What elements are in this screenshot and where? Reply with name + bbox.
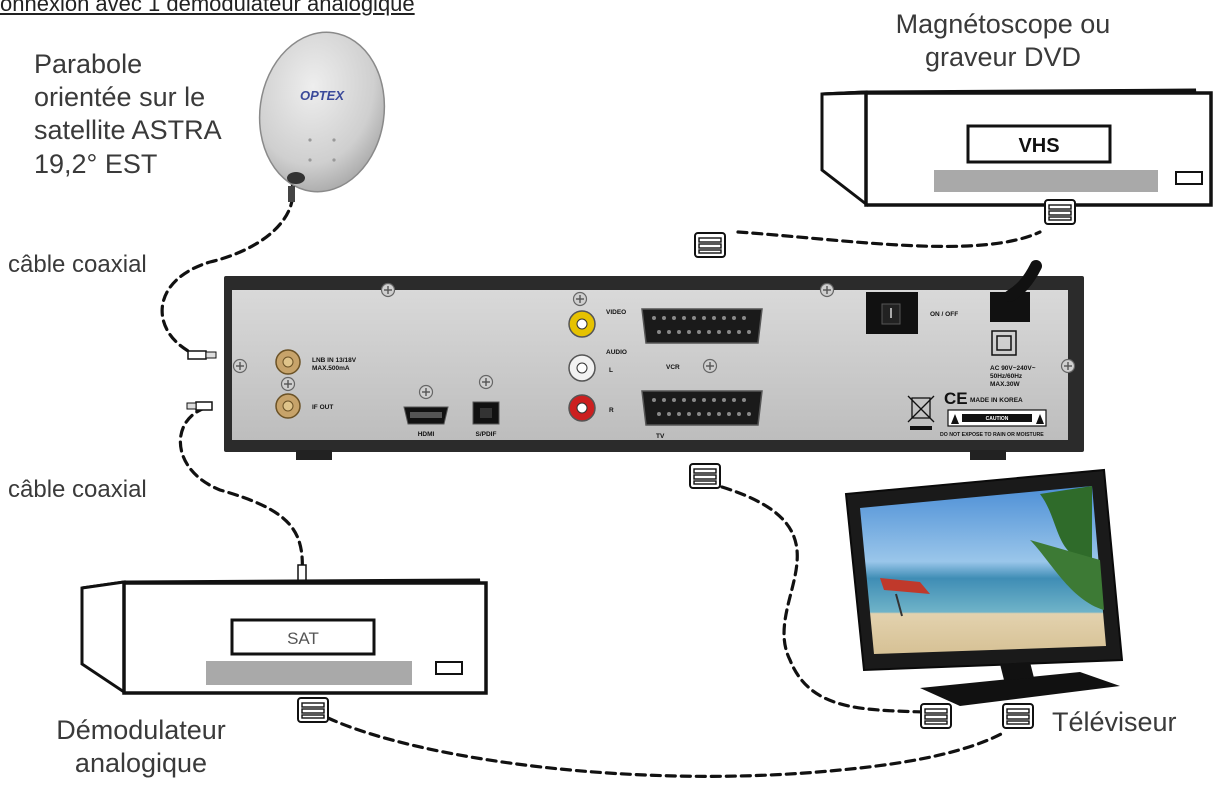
power-switch [866, 292, 918, 334]
dish-label-line: 19,2° EST [34, 148, 158, 179]
hdmi-label: HDMI [418, 431, 435, 438]
recorder-label-line: graveur DVD [924, 41, 1082, 72]
caution-sticker: CAUTION [947, 409, 1047, 427]
vcr-label: VCR [666, 364, 680, 371]
coax-label-bottom-text: câble coaxial [8, 476, 147, 503]
lnb-in-label: LNB IN 13/18V [312, 357, 357, 364]
ce-mark: CE [944, 389, 968, 408]
dish-brand-logo: OPTEX [300, 88, 345, 103]
dish-label: Parabole orientée sur le satellite ASTRA… [34, 48, 222, 181]
audio-label: AUDIO [606, 349, 627, 356]
moisture-warning: DO NOT EXPOSE TO RAIN OR MOISTURE [940, 432, 1044, 438]
satellite-dish: OPTEX [258, 31, 386, 202]
diagram-title: onnexion avec 1 démodulateur analogique [0, 0, 415, 18]
lnb-max-label: MAX.500mA [312, 365, 350, 372]
if-out-label: IF OUT [312, 404, 333, 411]
tv-socket-label: TV [656, 433, 665, 440]
scart-vcr-socket [641, 308, 763, 344]
analog-demodulator: SAT [80, 578, 488, 695]
power-spec-3: MAX.30W [990, 381, 1020, 388]
satellite-receiver: LNB IN 13/18V MAX.500mA IF OUT HDMI S/PD… [224, 260, 1084, 460]
demod-slot-label: SAT [287, 629, 319, 648]
power-spec-1: AC 90V~240V~ [990, 365, 1036, 372]
coax-plug-demod [297, 564, 307, 582]
diagram-title-text: onnexion avec 1 démodulateur analogique [0, 0, 415, 16]
video-label: VIDEO [606, 309, 626, 316]
coax-label-bottom: câble coaxial [8, 475, 147, 504]
rca-video-port [568, 310, 596, 338]
recorder-label: Magnétoscope ou graveur DVD [878, 8, 1128, 74]
scart-plug-tv-from-receiver [920, 703, 952, 729]
lnb-in-port [275, 349, 301, 375]
television [844, 468, 1124, 706]
rca-audio-left-port [568, 354, 596, 382]
dish-label-line: orientée sur le [34, 82, 206, 113]
scart-cable-vcr [736, 230, 1042, 249]
spdif-label: S/PDIF [476, 431, 497, 438]
scart-tv-socket [641, 390, 763, 426]
made-in-label: MADE IN KOREA [970, 397, 1023, 404]
if-out-port [275, 393, 301, 419]
scart-cable-tv-out [720, 485, 927, 714]
power-spec-2: 50Hz/60Hz [990, 373, 1023, 380]
demodulator-label: Démodulateur analogique [36, 714, 246, 780]
demodulator-label-line: Démodulateur [56, 715, 226, 745]
tv-label-text: Téléviseur [1052, 707, 1177, 737]
scart-plug-demod [297, 697, 329, 723]
hdmi-port [403, 406, 449, 425]
spdif-port [472, 401, 500, 425]
scart-plug-receiver-tv [689, 463, 721, 489]
recorder-label-line: Magnétoscope ou [895, 9, 1111, 39]
scart-plug-vcr [1044, 199, 1076, 225]
coax-plug-bottom [186, 401, 213, 411]
scart-plug-receiver-vcr [694, 232, 726, 258]
vcr-slot-label: VHS [1018, 135, 1059, 157]
scart-cable-demod-tv [326, 716, 1007, 778]
audio-right-label: R [609, 407, 614, 414]
coax-cable-demod [178, 406, 304, 577]
dish-label-line: Parabole [34, 49, 143, 79]
rca-audio-right-port [568, 394, 596, 422]
coax-label-top-text: câble coaxial [8, 251, 147, 278]
caution-label: CAUTION [986, 416, 1009, 422]
dish-label-line: satellite ASTRA [34, 115, 222, 146]
power-cable [990, 260, 1042, 322]
coax-cable-dish [160, 180, 295, 354]
vcr-recorder: VHS [820, 88, 1213, 208]
weee-icon [907, 395, 935, 430]
coax-plug-top [187, 350, 217, 360]
audio-left-label: L [609, 367, 613, 374]
scart-plug-tv-from-demod [1002, 703, 1034, 729]
on-off-label: ON / OFF [930, 311, 958, 318]
coax-label-top: câble coaxial [8, 250, 147, 279]
tv-label: Téléviseur [1052, 706, 1177, 739]
demodulator-label-line: analogique [74, 747, 208, 778]
